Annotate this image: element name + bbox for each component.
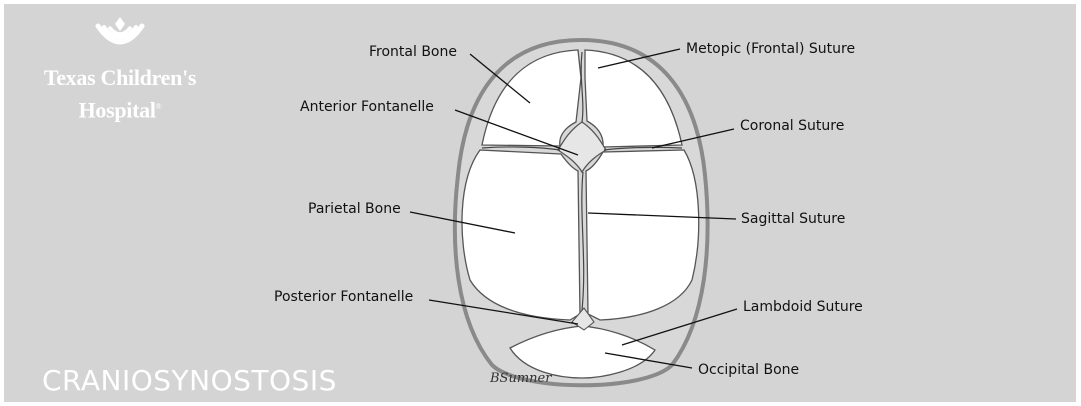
label-sagittal-suture: Sagittal Suture bbox=[741, 211, 845, 227]
artist-signature: BSumner bbox=[489, 371, 552, 386]
label-metopic-suture: Metopic (Frontal) Suture bbox=[686, 41, 855, 57]
label-lambdoid-suture: Lambdoid Suture bbox=[743, 299, 863, 315]
label-anterior-fontanelle: Anterior Fontanelle bbox=[300, 99, 434, 115]
label-occipital-bone: Occipital Bone bbox=[698, 362, 799, 378]
right-parietal-bone bbox=[586, 150, 699, 320]
label-frontal-bone: Frontal Bone bbox=[369, 44, 457, 60]
label-posterior-fontanelle: Posterior Fontanelle bbox=[274, 289, 413, 305]
label-coronal-suture: Coronal Suture bbox=[740, 118, 844, 134]
label-parietal-bone: Parietal Bone bbox=[308, 201, 401, 217]
